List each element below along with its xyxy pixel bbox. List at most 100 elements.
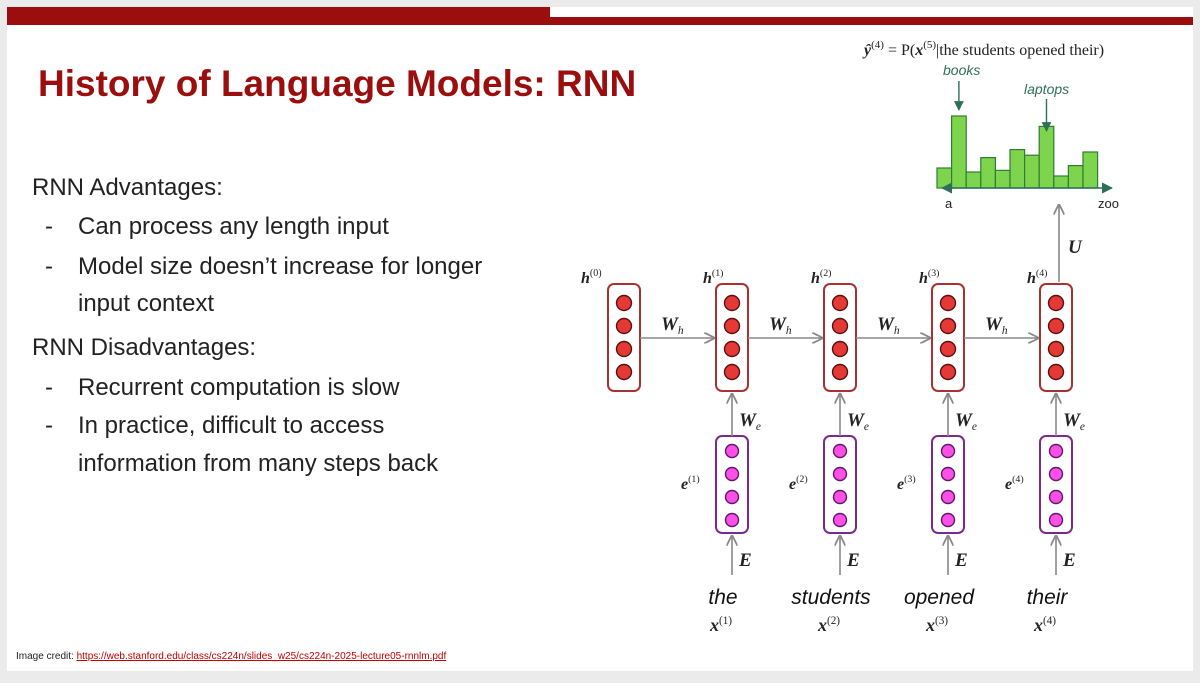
hidden-label-2-superscript: (2) [820,268,832,279]
embedding-neuron [724,466,740,482]
input-x-label-2-symbol: x [817,615,827,635]
wh-label: Wh [769,314,792,337]
hidden-neuron [615,294,633,312]
e-matrix-label-symbol: E [1062,550,1076,571]
distribution-bar [965,171,982,189]
image-credit-link[interactable]: https://web.stanford.edu/class/cs224n/sl… [76,651,447,662]
embedding-label-1-superscript: (1) [688,474,700,485]
disadvantage-item-1: - Recurrent computation is slow [45,374,399,402]
hidden-neuron [723,363,741,381]
we-label-symbol: W [739,410,757,431]
we-label: We [847,410,869,433]
distribution-bar [1082,151,1099,189]
we-label: We [1063,410,1085,433]
hidden-label-1-symbol: h [703,270,712,287]
e-matrix-label: E [846,550,860,571]
embedding-label-1-symbol: e [681,476,688,493]
embedding-label-2-symbol: e [789,476,796,493]
wh-label-symbol: W [661,314,679,335]
h0-superscript: (0) [590,268,602,279]
we-label-symbol: W [955,410,973,431]
hidden-label-1: h(1) [703,268,723,287]
hidden-label-3-symbol: h [919,270,928,287]
output-distribution [936,115,1099,189]
hidden-neuron [831,294,849,312]
embedding-neuron [940,443,956,459]
hidden-neuron [1047,340,1065,358]
advantages-heading: RNN Advantages: [32,174,223,201]
embedding-label-3: e(3) [897,474,916,493]
formula-context: |the students opened their) [936,42,1104,59]
disadvantage-item-2: - In practice, difficult to access [45,412,384,440]
input-x-label-3-superscript: (3) [935,615,948,627]
distribution-bar [1067,165,1084,189]
input-x-label-1: x(1) [709,615,732,635]
we-label-subscript: e [756,421,761,433]
embedding-neuron [724,443,740,459]
input-x-label-1-superscript: (1) [719,615,732,627]
hidden-neuron [615,317,633,335]
e-matrix-label: E [738,550,752,571]
hidden-neuron [939,294,957,312]
input-x-label-3-symbol: x [925,615,935,635]
e-matrix-label-symbol: E [738,550,752,571]
input-word-4: their [1027,586,1069,609]
wh-label-subscript: h [1002,325,1008,337]
yhat-superscript: (4) [871,39,884,51]
advantage-item-1-text: Can process any length input [78,213,389,240]
output-formula: ŷ(4) = P(x(5)|the students opened their) [862,39,1104,59]
hidden-label-4: h(4) [1027,268,1047,287]
advantage-item-2: - Model size doesn’t increase for longer [45,253,482,281]
e-matrix-label-symbol: E [954,550,968,571]
wh-label: Wh [985,314,1008,337]
we-label-subscript: e [1080,421,1085,433]
distribution-bar [1053,175,1070,189]
input-x-label-4: x(4) [1033,615,1056,635]
hidden-neuron [723,317,741,335]
distribution-bar [950,115,967,189]
embedding-neuron [1048,489,1064,505]
hidden-neuron [615,340,633,358]
embedding-neuron [724,512,740,528]
input-x-label-4-superscript: (4) [1043,615,1056,627]
hidden-label-3-superscript: (3) [928,268,940,279]
hidden-label-2-symbol: h [811,270,820,287]
embedding-neuron [940,466,956,482]
hidden-neuron [831,340,849,358]
input-word-1: the [708,586,737,609]
input-x-label-2: x(2) [817,615,840,635]
input-word-2: students [791,586,871,609]
hidden-neuron [939,363,957,381]
embedding-label-2-superscript: (2) [796,474,808,485]
distribution-bar [1023,154,1040,189]
books-label: books [943,62,980,78]
disadvantage-item-2-line-2: information from many steps back [78,450,439,477]
wh-label-symbol: W [877,314,895,335]
formula-x: x [914,42,923,59]
distribution-bar [994,169,1011,189]
hidden-neuron [615,363,633,381]
embedding-label-2: e(2) [789,474,808,493]
hidden-neuron [723,294,741,312]
distribution-bar [936,167,953,189]
yhat-symbol: ŷ [862,42,872,59]
formula-x-superscript: (5) [923,39,936,51]
embedding-neuron [832,489,848,505]
we-label-symbol: W [1063,410,1081,431]
we-label-subscript: e [972,421,977,433]
hidden-state-box [1039,283,1073,392]
hidden-neuron [1047,317,1065,335]
input-x-label-4-symbol: x [1033,615,1043,635]
vocab-axis-end: zoo [1098,196,1119,211]
distribution-bar [1038,125,1055,189]
e-matrix-label: E [1062,550,1076,571]
advantage-item-1: - Can process any length input [45,213,389,241]
hidden-neuron [831,363,849,381]
slide-title: History of Language Models: RNN [38,63,637,104]
we-label: We [739,410,761,433]
wh-label-symbol: W [985,314,1003,335]
advantage-item-2-line-2: input context [78,290,215,317]
distribution-bar [980,157,996,189]
embedding-neuron [940,489,956,505]
